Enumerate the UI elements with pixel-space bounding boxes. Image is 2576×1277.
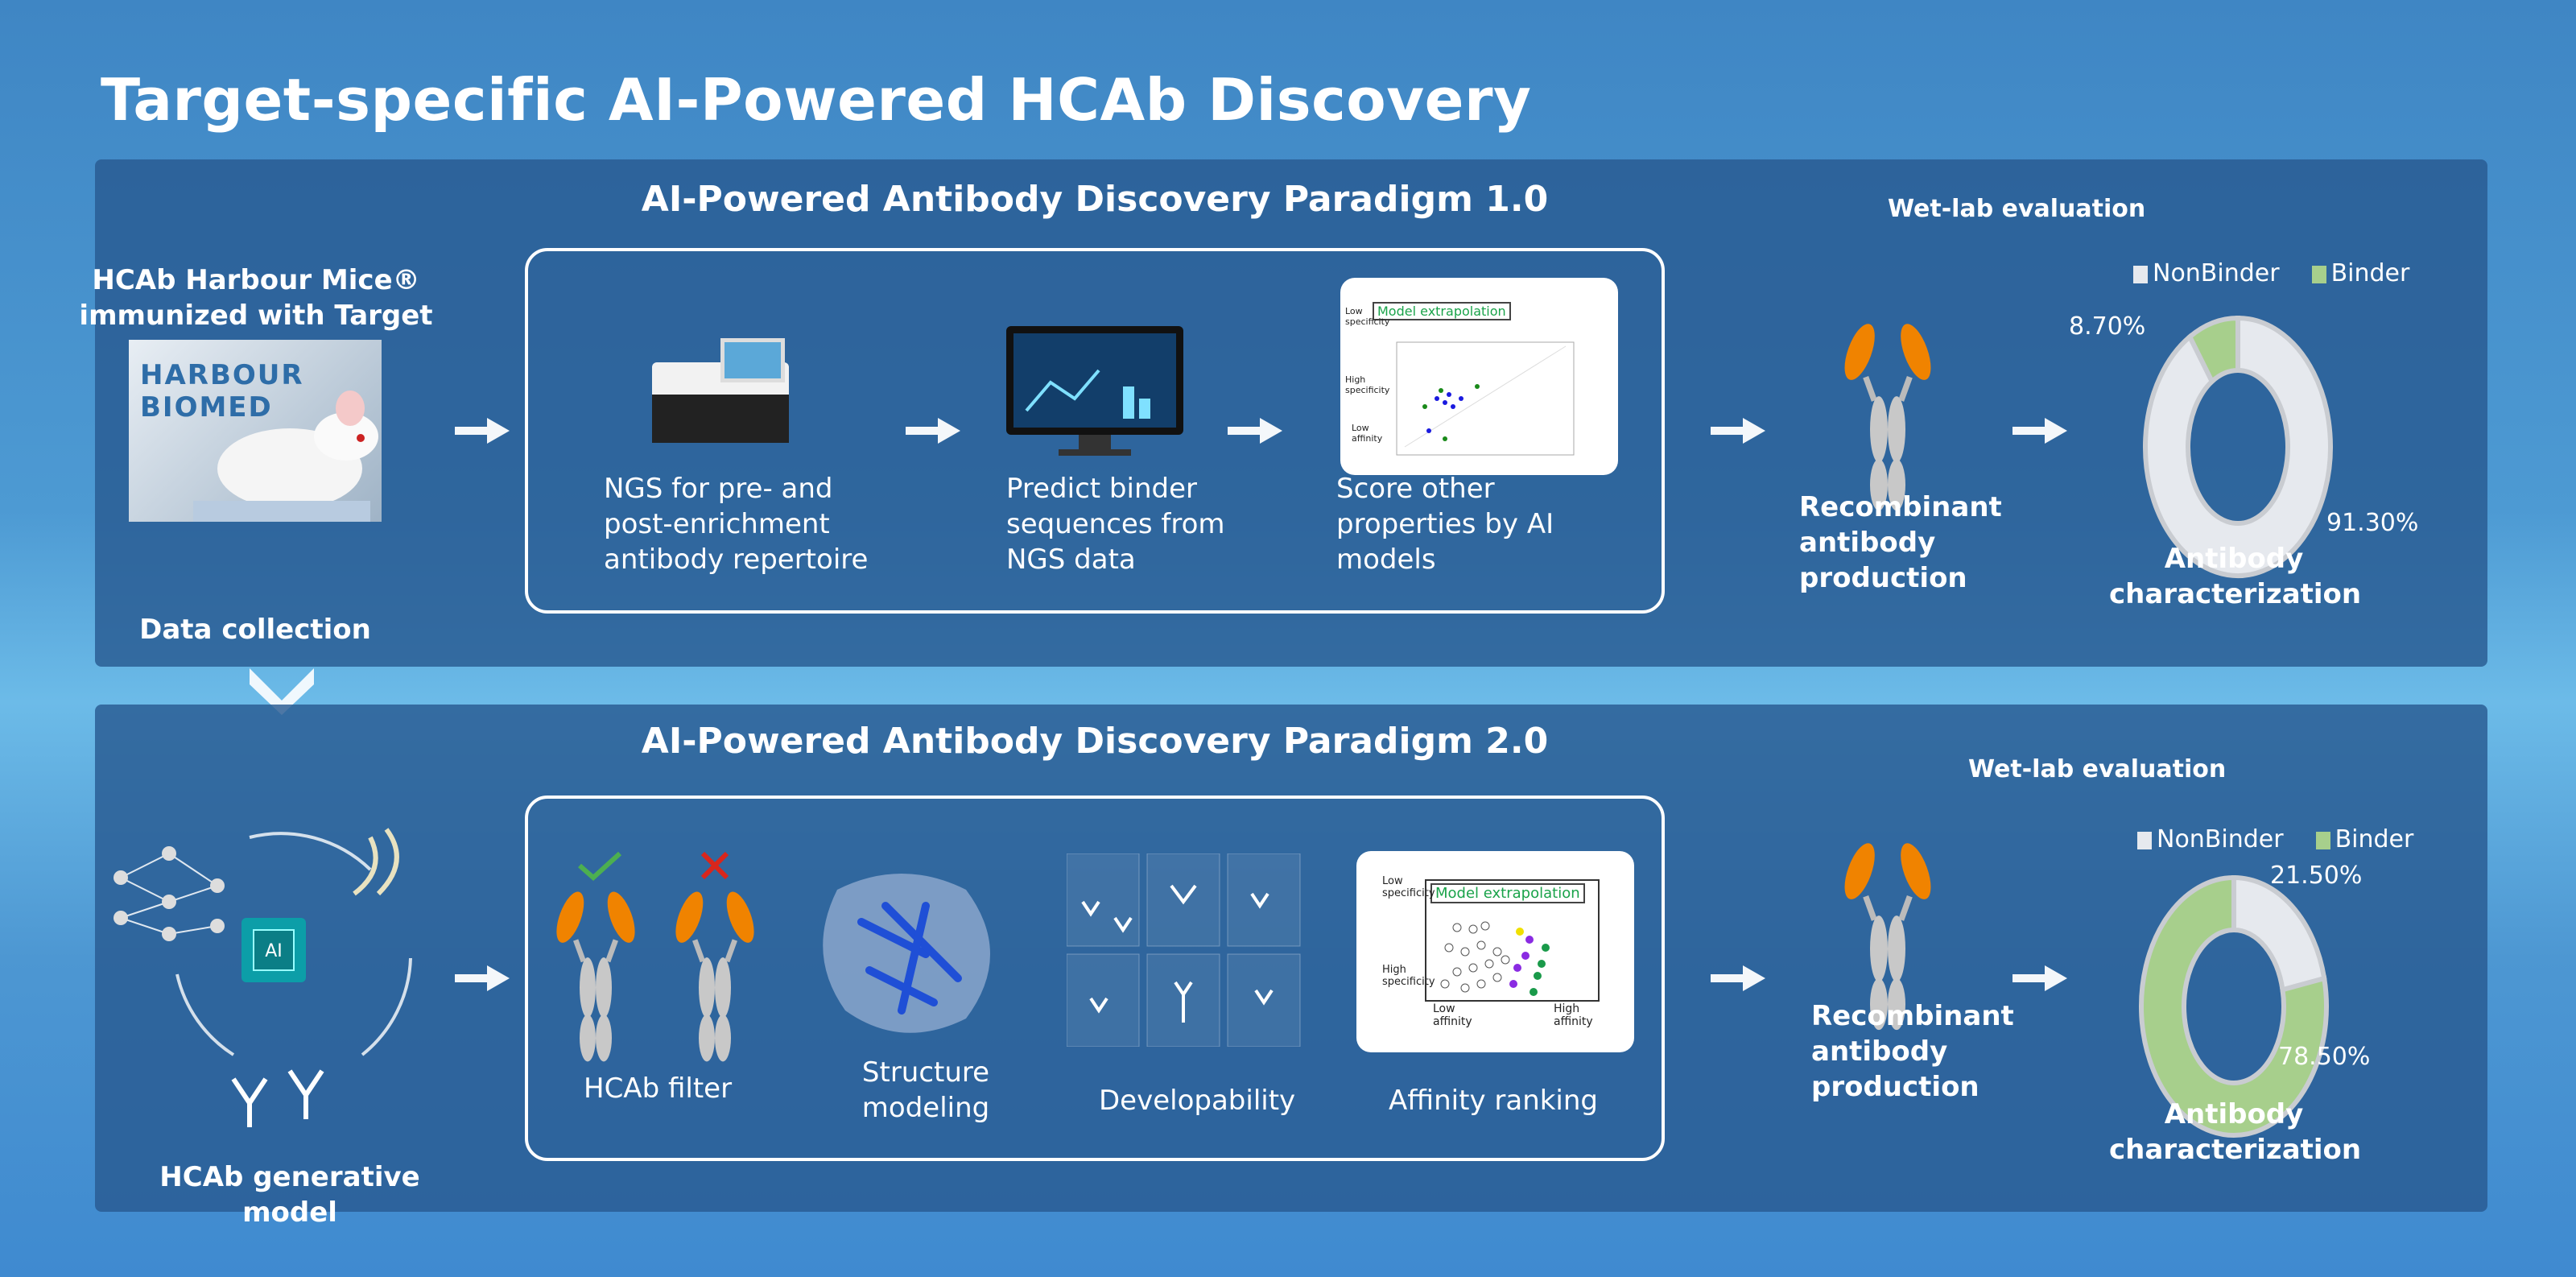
cross-icon (700, 851, 729, 880)
affinity-ranking-label: Affinity ranking (1389, 1085, 1599, 1117)
production-label: Recombinant antibody production (1811, 1000, 2014, 1103)
legend-nonbinder: NonBinder (2133, 259, 2280, 287)
hcab-filter-label: HCAb filter (584, 1072, 733, 1105)
arrow-icon (2013, 415, 2069, 447)
check-icon (578, 851, 622, 882)
paradigm-2-panel (95, 705, 2487, 1212)
production-label: Recombinant antibody production (1799, 491, 2002, 594)
step-ngs-label: NGS for pre- and post-enrichment antibod… (604, 473, 869, 576)
plot-y-top: Low specificity (1345, 306, 1390, 327)
donut-chart-1 (2143, 315, 2333, 578)
donut-slice-nonbinder (2143, 315, 2333, 578)
step-score-label: Score other properties by AI models (1336, 473, 1554, 576)
page-title: Target-specific AI-Powered HCAb Discover… (101, 66, 1532, 134)
generative-model-label: HCAb generative model (159, 1161, 420, 1229)
donut-legend: NonBinder Binder (2133, 259, 2409, 287)
wetlab-title: Wet-lab evaluation (1968, 755, 2227, 783)
mice-label: HCAb Harbour Mice® immunized with Target (79, 264, 433, 332)
binder-pct: 8.70% (2069, 312, 2146, 341)
characterization-label: Antibody characterization (2109, 543, 2362, 610)
arrow-icon (1711, 415, 1767, 447)
plot-x-left: Low affinity (1352, 423, 1383, 444)
arrow-icon (455, 962, 511, 994)
ai-chip-label: AI (265, 941, 283, 961)
antibody-pass-icon (555, 886, 636, 1063)
donut-slice-binder (2139, 874, 2329, 1138)
binder-pct: 78.50% (2278, 1043, 2371, 1071)
wetlab-title: Wet-lab evaluation (1888, 195, 2146, 223)
nonbinder-pct: 21.50% (2270, 862, 2363, 890)
plot-box-label: Model extrapolation (1430, 883, 1585, 903)
paradigm-1-panel (95, 159, 2487, 667)
paradigm-2-title: AI-Powered Antibody Discovery Paradigm 2… (641, 721, 1549, 762)
step-predict-label: Predict binder sequences from NGS data (1006, 473, 1225, 576)
paradigm-1-steps-box (525, 248, 1665, 614)
legend-nonbinder: NonBinder (2137, 825, 2284, 853)
arrow-icon (1711, 962, 1767, 994)
harbour-logo: HARBOUR BIOMED (140, 359, 304, 424)
structure-icon (823, 874, 990, 1033)
mouse-photo: HARBOUR BIOMED (129, 340, 382, 522)
plot-y-bottom: High specificity (1345, 374, 1390, 395)
structure-modeling-label: Structure modeling (861, 1056, 990, 1124)
arrow-icon (1228, 415, 1284, 447)
plot-x-right: High affinity (1554, 1002, 1593, 1028)
scatter-marks (1396, 341, 1575, 456)
arrow-icon (906, 415, 962, 447)
legend-binder: Binder (2311, 259, 2409, 287)
ngs-sequencer-icon (652, 338, 789, 443)
characterization-label: Antibody characterization (2109, 1098, 2362, 1166)
arrow-icon (455, 415, 511, 447)
paradigm-1-title: AI-Powered Antibody Discovery Paradigm 1… (641, 179, 1549, 220)
mouse-icon (193, 391, 378, 522)
scatter-marks (1425, 879, 1600, 1002)
antibody-icon (1843, 318, 1932, 511)
generative-cycle-icon: AI (114, 828, 412, 1127)
paradigm-2-steps-box (525, 796, 1665, 1161)
plot-x-left: Low affinity (1433, 1002, 1472, 1028)
plot-y-bottom: High specificity (1382, 964, 1435, 988)
plot-box-label: Model extrapolation (1373, 302, 1511, 320)
score-plot: Model extrapolation Low specificity High… (1340, 278, 1618, 475)
developability-icon (1067, 853, 1301, 1047)
developability-label: Developability (1099, 1085, 1296, 1117)
donut-legend: NonBinder Binder (2137, 825, 2413, 853)
arrow-icon (2013, 962, 2069, 994)
data-collection-label: Data collection (139, 614, 371, 646)
legend-binder: Binder (2315, 825, 2413, 853)
antibody-fail-icon (675, 886, 755, 1063)
plot-y-top: Low specificity (1382, 875, 1435, 899)
donut-chart-2 (2139, 874, 2329, 1138)
monitor-icon (1006, 326, 1183, 456)
donut-slice-nonbinder (2231, 874, 2327, 994)
nonbinder-pct: 91.30% (2326, 509, 2419, 537)
affinity-plot: Model extrapolation Low specificity High… (1356, 851, 1634, 1052)
